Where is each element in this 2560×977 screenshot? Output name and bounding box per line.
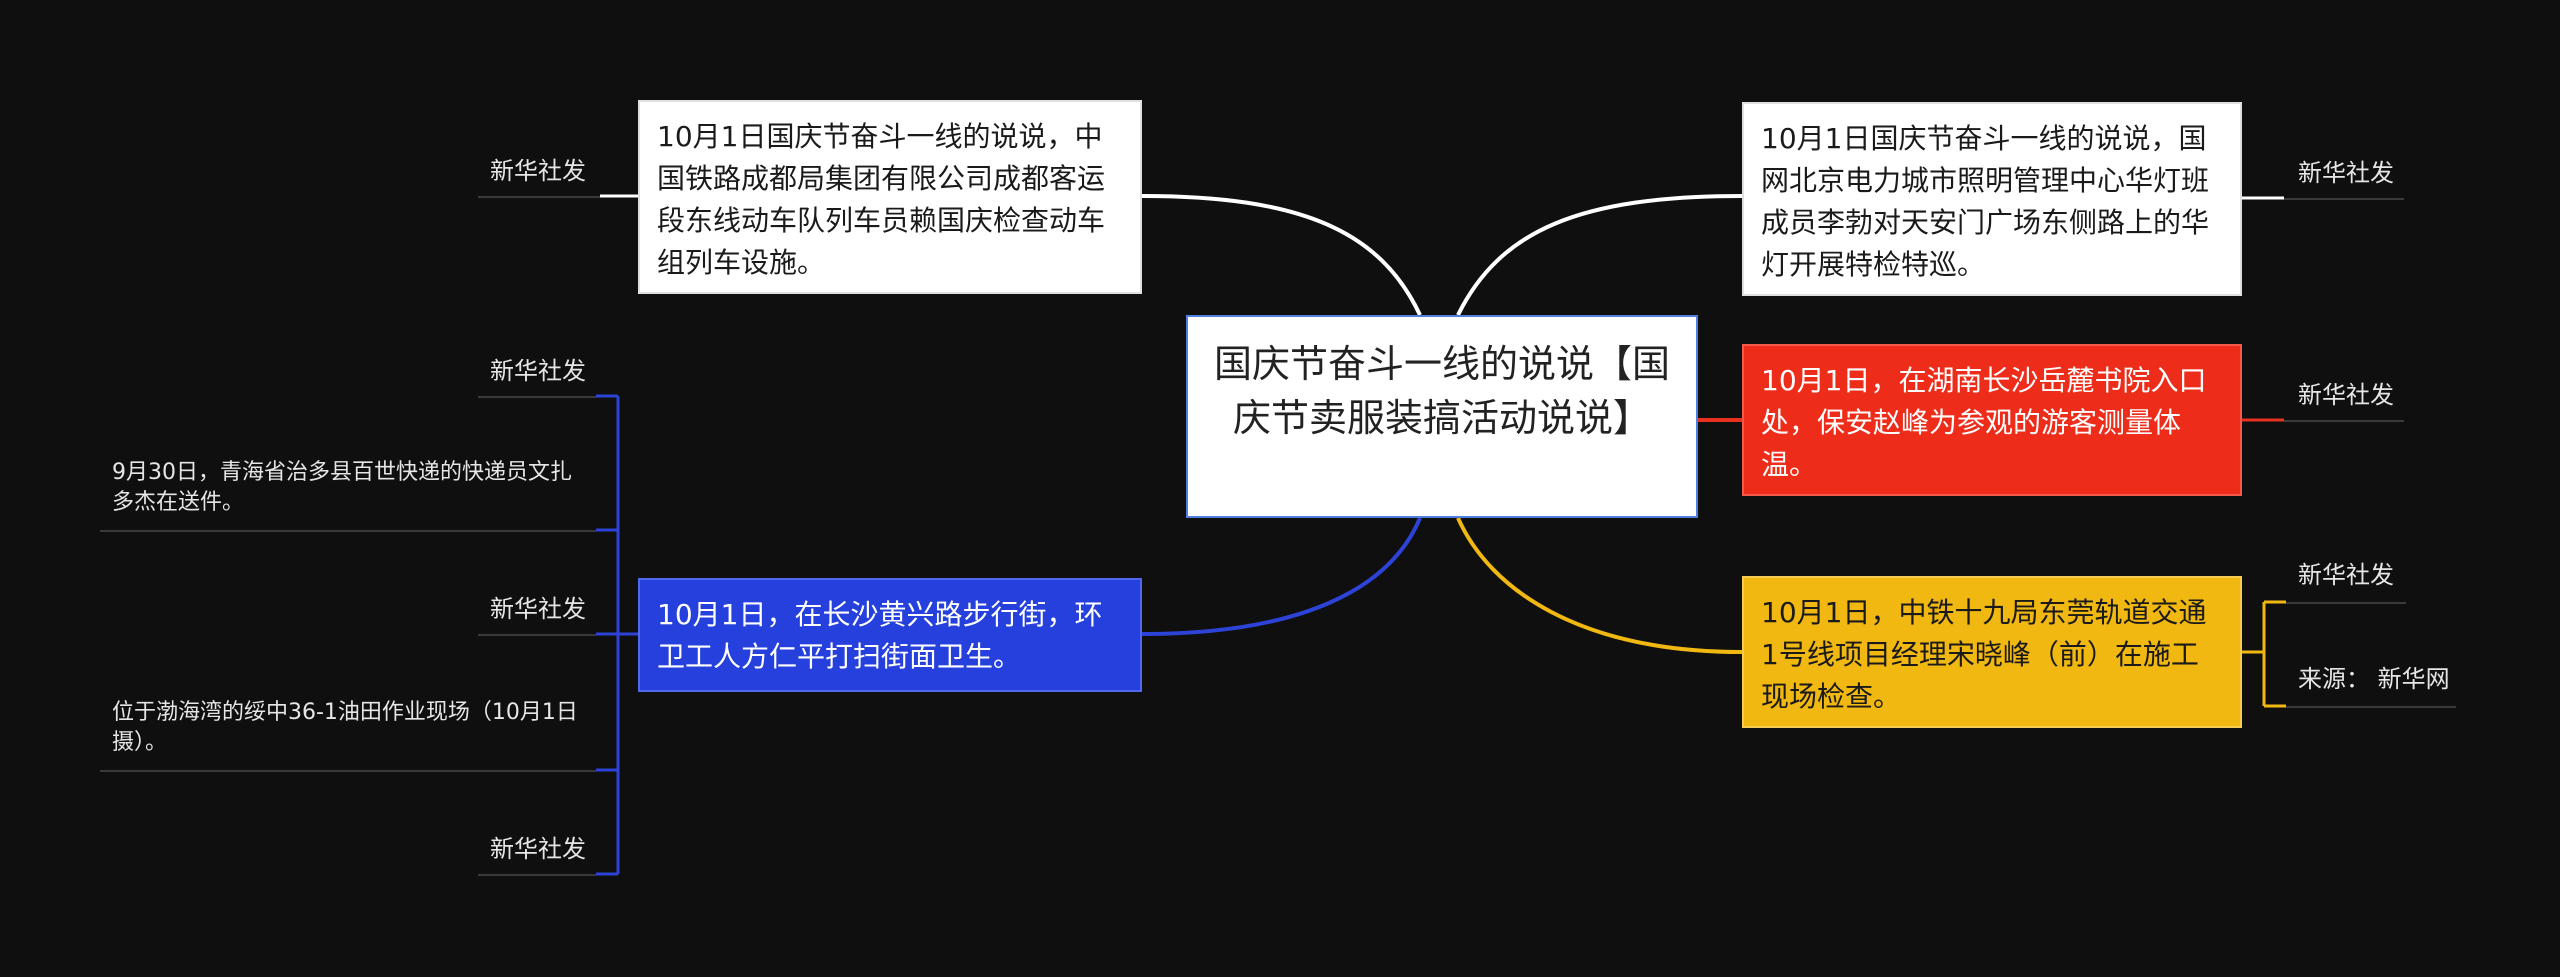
leaf-top-left-underline xyxy=(478,196,600,198)
leaf-bottom-left-4: 位于渤海湾的绥中36-1油田作业现场（10月1日摄）。 xyxy=(112,700,578,755)
edge-center-top-left xyxy=(1141,194,1422,316)
leaf-bottom-left-3: 新华社发 xyxy=(490,595,586,623)
leaf-mid-right: 新华社发 xyxy=(2298,381,2394,409)
topic-top-right[interactable]: 10月1日国庆节奋斗一线的说说，国网北京电力城市照明管理中心华灯班成员李勃对天安… xyxy=(1742,102,2242,296)
leaf-bottom-left-1: 新华社发 xyxy=(490,357,586,385)
edge-center-bottom-left xyxy=(1141,517,1422,636)
center-topic-text: 国庆节奋斗一线的说说【国庆节卖服装搞活动说说】 xyxy=(1213,342,1670,440)
leaf-top-right: 新华社发 xyxy=(2298,159,2394,187)
edge-center-bottom-right xyxy=(1456,517,1743,654)
leaf-bottom-left-2-underline xyxy=(100,530,596,532)
leaf-bottom-right-1: 新华社发 xyxy=(2298,561,2394,589)
topic-mid-right-text: 10月1日，在湖南长沙岳麓书院入口处，保安赵峰为参观的游客测量体温。 xyxy=(1761,364,2207,481)
topic-bottom-right-text: 10月1日，中铁十九局东莞轨道交通1号线项目经理宋晓峰（前）在施工现场检查。 xyxy=(1761,596,2207,713)
leaf-mid-right-underline xyxy=(2284,420,2404,422)
leaf-bottom-left-3-underline xyxy=(478,634,596,636)
edge-center-top-right xyxy=(1456,194,1743,316)
leaf-bottom-left-5-underline xyxy=(478,874,596,876)
leaf-bottom-right-1-underline xyxy=(2286,602,2406,604)
leaf-bottom-left-1-underline xyxy=(478,396,596,398)
leaf-bottom-left-4-underline xyxy=(100,770,596,772)
center-topic[interactable]: 国庆节奋斗一线的说说【国庆节卖服装搞活动说说】 xyxy=(1186,315,1698,518)
bracket-bottom-left xyxy=(596,394,638,876)
topic-bottom-right[interactable]: 10月1日，中铁十九局东莞轨道交通1号线项目经理宋晓峰（前）在施工现场检查。 xyxy=(1742,576,2242,728)
topic-bottom-left-text: 10月1日，在长沙黄兴路步行街，环卫工人方仁平打扫街面卫生。 xyxy=(657,598,1103,673)
topic-bottom-left[interactable]: 10月1日，在长沙黄兴路步行街，环卫工人方仁平打扫街面卫生。 xyxy=(638,578,1142,692)
leaf-top-right-underline xyxy=(2284,198,2404,200)
topic-top-right-text: 10月1日国庆节奋斗一线的说说，国网北京电力城市照明管理中心华灯班成员李勃对天安… xyxy=(1761,122,2210,281)
leaf-top-left: 新华社发 xyxy=(490,157,586,185)
leaf-bottom-left-2: 9月30日，青海省治多县百世快递的快递员文扎多杰在送件。 xyxy=(112,460,572,515)
leaf-bottom-left-5: 新华社发 xyxy=(490,835,586,863)
bracket-bottom-right xyxy=(2242,600,2286,708)
topic-top-left-text: 10月1日国庆节奋斗一线的说说，中国铁路成都局集团有限公司成都客运段东线动车队列… xyxy=(657,120,1106,279)
leaf-bottom-right-2-underline xyxy=(2286,706,2456,708)
leaf-bottom-right-2: 来源： 新华网 xyxy=(2298,665,2450,693)
topic-top-left[interactable]: 10月1日国庆节奋斗一线的说说，中国铁路成都局集团有限公司成都客运段东线动车队列… xyxy=(638,100,1142,294)
topic-mid-right[interactable]: 10月1日，在湖南长沙岳麓书院入口处，保安赵峰为参观的游客测量体温。 xyxy=(1742,344,2242,496)
